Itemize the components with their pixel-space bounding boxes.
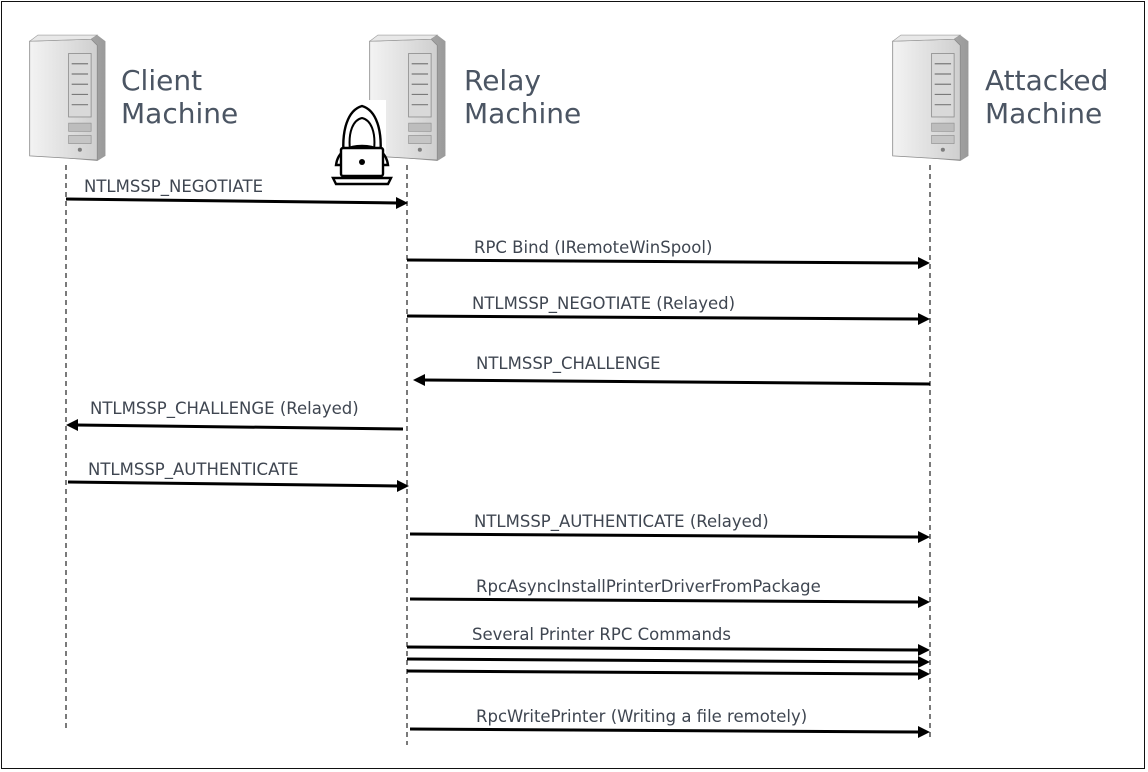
message-label: NTLMSSP_NEGOTIATE (Relayed) <box>472 294 735 314</box>
arrowhead <box>918 531 930 543</box>
message-write-printer: RpcWritePrinter (Writing a file remotely… <box>409 707 930 738</box>
message-challenge-relayed: NTLMSSP_CHALLENGE (Relayed) <box>66 399 404 431</box>
arrowhead <box>918 596 930 608</box>
message-label: NTLMSSP_NEGOTIATE <box>84 177 263 197</box>
message-label: NTLMSSP_AUTHENTICATE <box>88 460 299 480</box>
message-negotiate-relayed: NTLMSSP_NEGOTIATE (Relayed) <box>406 294 930 325</box>
actor-attacked-line2: Machine <box>985 97 1102 130</box>
arrowhead <box>397 480 409 492</box>
message-authenticate-relayed: NTLMSSP_AUTHENTICATE (Relayed) <box>409 512 930 543</box>
arrowhead <box>918 257 930 269</box>
actor-attacked: Attacked Machine <box>892 34 1108 161</box>
arrowhead <box>396 197 408 209</box>
message-label: RpcWritePrinter (Writing a file remotely… <box>476 707 807 726</box>
actor-client-line1: Client <box>121 64 202 97</box>
server-icon <box>29 34 107 161</box>
arrowhead <box>66 419 78 431</box>
arrowhead <box>413 374 425 386</box>
message-rpc-bind: RPC Bind (IRemoteWinSpool) <box>406 238 930 269</box>
actor-relay-line1: Relay <box>464 64 541 97</box>
hacker-laptop-icon <box>330 100 393 186</box>
actor-relay: Relay Machine <box>330 34 581 186</box>
arrowhead <box>918 313 930 325</box>
actor-attacked-line1: Attacked <box>985 64 1108 97</box>
arrowhead <box>918 644 930 656</box>
message-label: RPC Bind (IRemoteWinSpool) <box>474 238 712 257</box>
server-icon <box>892 34 970 161</box>
actor-relay-line2: Machine <box>464 97 581 130</box>
message-label: RpcAsyncInstallPrinterDriverFromPackage <box>476 577 821 596</box>
message-label: Several Printer RPC Commands <box>472 625 731 644</box>
message-install-printer-driver: RpcAsyncInstallPrinterDriverFromPackage <box>409 577 930 608</box>
message-authenticate: NTLMSSP_AUTHENTICATE <box>67 460 409 492</box>
actor-client-line2: Machine <box>121 97 238 130</box>
message-several-printer-commands: Several Printer RPC Commands <box>406 625 930 680</box>
arrowhead <box>918 726 930 738</box>
message-negotiate: NTLMSSP_NEGOTIATE <box>65 177 408 209</box>
message-label: NTLMSSP_AUTHENTICATE (Relayed) <box>474 512 769 532</box>
arrowhead <box>918 656 930 668</box>
message-challenge: NTLMSSP_CHALLENGE <box>413 354 931 386</box>
message-label: NTLMSSP_CHALLENGE <box>476 354 661 374</box>
actor-client: Client Machine <box>29 34 238 161</box>
message-label: NTLMSSP_CHALLENGE (Relayed) <box>90 399 359 419</box>
arrowhead <box>918 668 930 680</box>
